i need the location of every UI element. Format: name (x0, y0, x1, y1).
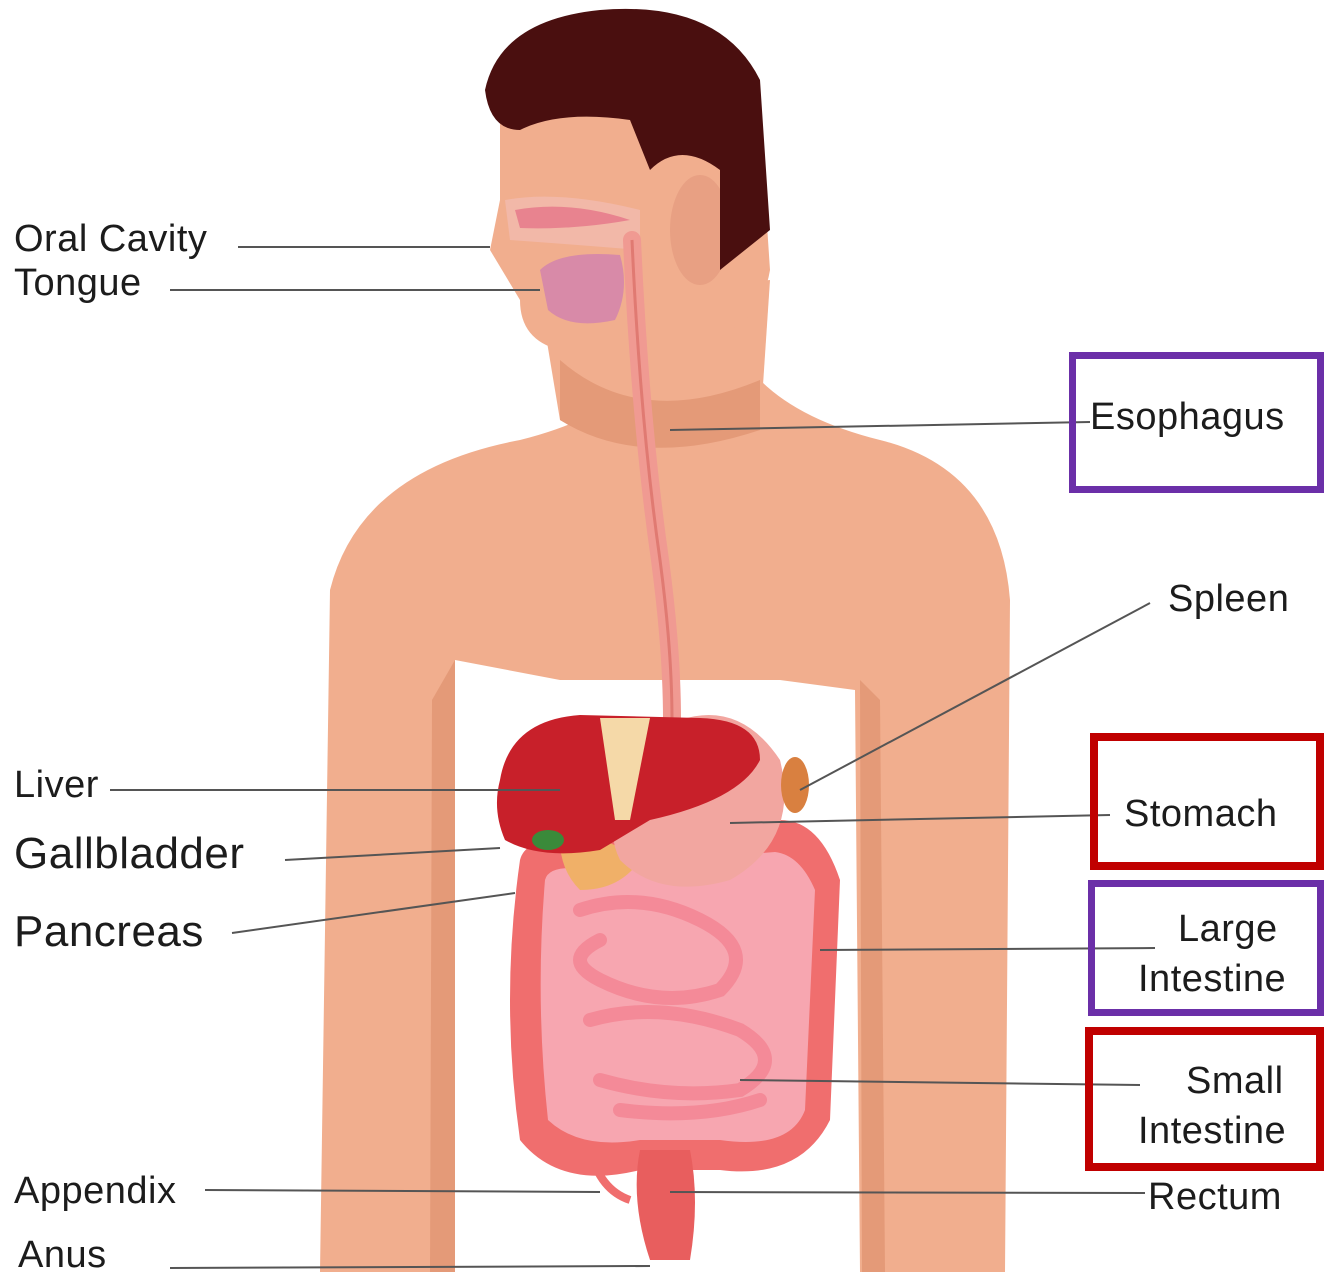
label-large-intestine-line1: Large (1178, 910, 1278, 948)
label-esophagus: Esophagus (1090, 398, 1285, 436)
label-appendix: Appendix (14, 1172, 176, 1210)
label-rectum: Rectum (1148, 1178, 1282, 1216)
label-oral-cavity: Oral Cavity (14, 220, 207, 258)
tongue-shape (540, 254, 624, 323)
label-small-intestine-line2: Intestine (1138, 1112, 1286, 1150)
label-small-intestine-line1: Small (1186, 1062, 1284, 1100)
rectum-shape (637, 1150, 695, 1260)
label-stomach: Stomach (1124, 795, 1277, 833)
label-pancreas: Pancreas (14, 910, 204, 954)
label-tongue: Tongue (14, 264, 142, 302)
spleen-shape (781, 757, 809, 813)
label-spleen: Spleen (1168, 580, 1289, 618)
label-gallbladder: Gallbladder (14, 832, 245, 876)
label-large-intestine-line2: Intestine (1138, 960, 1286, 998)
gallbladder-shape (532, 830, 564, 850)
label-anus: Anus (18, 1236, 107, 1274)
label-liver: Liver (14, 766, 99, 804)
